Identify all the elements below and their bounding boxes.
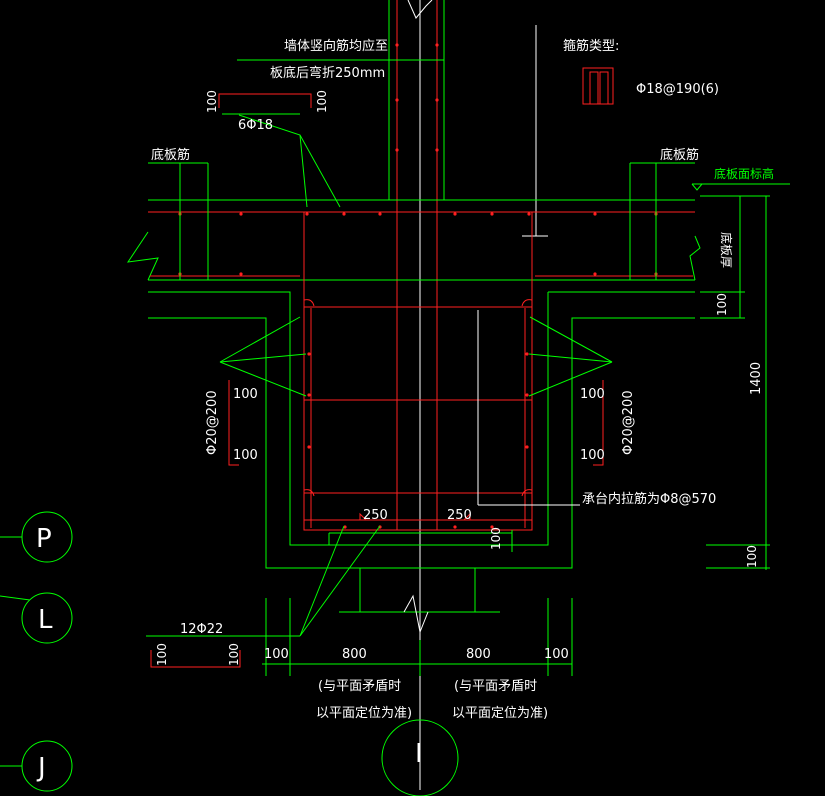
pile-outline	[339, 568, 500, 796]
dim-right-hook-top: 100	[580, 387, 605, 402]
dimensions-bottom	[262, 530, 573, 676]
dim-right-total: 1400	[749, 362, 764, 395]
stirrup-type-label: 箍筋类型:	[563, 38, 619, 54]
axis-label-i: I	[415, 739, 423, 769]
dim-bot-800-right: 800	[466, 647, 491, 662]
axis-label-p: P	[36, 524, 52, 554]
dim-bot-100-right: 100	[544, 647, 569, 662]
axis-label-l: L	[38, 605, 53, 635]
dim-bot-100-left: 100	[264, 647, 289, 662]
hook-shapes	[150, 67, 614, 668]
side-bars-right-label: Φ20@200	[621, 390, 636, 455]
remark-left-2: 以平面定位为准)	[316, 706, 412, 721]
axis-bubbles	[0, 511, 73, 792]
axis-bubble-i	[381, 719, 459, 796]
dim-right-hook-bottom: 100	[580, 448, 605, 463]
dim-bottom-cover: 100	[489, 527, 503, 550]
note-wall-rebar-2: 板底后弯折250mm	[270, 65, 385, 81]
bottom-bars-label: 12Φ22	[180, 622, 223, 637]
pile-cap-rebar	[303, 211, 533, 531]
dimensions-right	[691, 183, 790, 570]
dim-hook-top-left: 100	[205, 90, 219, 113]
stirrup-spec: Φ18@190(6)	[636, 82, 719, 97]
dim-left-hook-bottom: 100	[233, 448, 258, 463]
dim-inner-left: 250	[363, 508, 388, 523]
dim-right-100b: 100	[745, 545, 759, 568]
dim-hook-bottom-right: 100	[227, 643, 241, 666]
slab-rebar	[148, 211, 695, 277]
slab-bar-right-label: 底板筋	[660, 147, 699, 163]
remark-right-1: (与平面矛盾时	[454, 679, 537, 694]
slab-thickness-label: 底板厚	[719, 232, 734, 268]
dim-bot-800-left: 800	[342, 647, 367, 662]
pile-cap-outline	[148, 291, 695, 569]
wall-rebar	[395, 0, 439, 530]
remark-left-1: (与平面矛盾时	[318, 679, 401, 694]
side-bars-left-label: Φ20@200	[205, 390, 220, 455]
remark-right-2: 以平面定位为准)	[452, 706, 548, 721]
dim-hook-top-right: 100	[315, 90, 329, 113]
slab-outline	[126, 199, 701, 293]
note-wall-rebar-1: 墙体竖向筋均应至	[284, 38, 388, 54]
slab-bar-left-label: 底板筋	[151, 147, 190, 163]
tie-bars-label: 承台内拉筋为Φ8@570	[582, 491, 716, 507]
dim-hook-bottom-left: 100	[155, 643, 169, 666]
slab-top-elevation-label: 底板面标高	[714, 166, 774, 181]
top-bars-label: 6Φ18	[238, 118, 273, 133]
axis-label-j: J	[36, 753, 46, 783]
dim-inner-right: 250	[447, 508, 472, 523]
dim-left-hook-top: 100	[233, 387, 258, 402]
dim-right-100a: 100	[715, 293, 729, 316]
leader-lines	[146, 59, 695, 637]
